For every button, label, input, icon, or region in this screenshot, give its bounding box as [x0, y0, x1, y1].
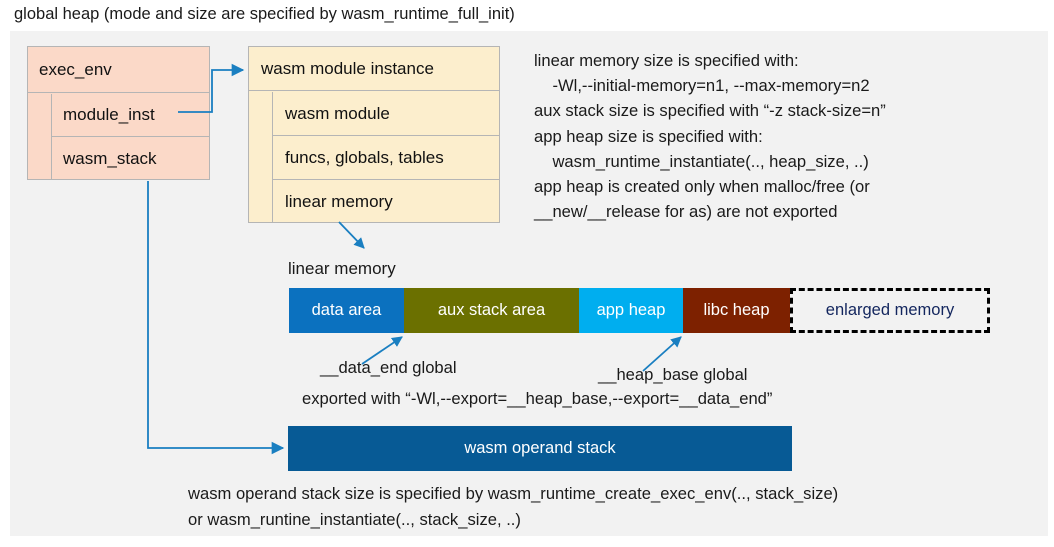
annotation-data-end: __data_end global: [320, 358, 457, 377]
linear-memory-bar: data area aux stack area app heap libc h…: [289, 288, 990, 333]
segment-app-heap: app heap: [579, 288, 683, 333]
exec-env-box: exec_env module_inst wasm_stack: [27, 46, 210, 180]
module-instance-row-funcs-globals-tables: funcs, globals, tables: [273, 136, 499, 180]
segment-aux-stack-area: aux stack area: [404, 288, 579, 333]
segment-libc-heap: libc heap: [683, 288, 790, 333]
exec-env-field-module-inst: module_inst: [52, 94, 209, 137]
linear-memory-label: linear memory: [288, 259, 396, 278]
module-instance-row-linear-memory: linear memory: [285, 192, 393, 211]
module-instance-header: wasm module instance: [249, 47, 499, 91]
exec-env-header: exec_env: [28, 47, 209, 93]
wasm-operand-stack-label: wasm operand stack: [464, 439, 616, 457]
segment-app-heap-label: app heap: [596, 301, 666, 319]
module-instance-row-wasm-module: wasm module: [273, 92, 499, 136]
wasm-operand-stack-box: wasm operand stack: [288, 426, 792, 471]
linear-memory-notes: linear memory size is specified with: -W…: [534, 51, 886, 222]
segment-aux-stack-area-label: aux stack area: [437, 301, 546, 319]
segment-data-area: data area: [289, 288, 404, 333]
operand-stack-note: wasm operand stack size is specified by …: [188, 484, 839, 529]
exec-env-field-wasm-stack: wasm_stack: [63, 148, 157, 168]
annotation-heap-base: __heap_base global: [598, 365, 748, 384]
segment-enlarged-memory: enlarged memory: [790, 288, 990, 333]
segment-enlarged-memory-label: enlarged memory: [825, 301, 955, 319]
segment-libc-heap-label: libc heap: [703, 301, 770, 319]
module-instance-gutter: [249, 92, 273, 222]
page-title: global heap (mode and size are specified…: [14, 5, 515, 23]
annotation-exported-with: exported with “-Wl,--export=__heap_base,…: [302, 389, 773, 408]
segment-data-area-label: data area: [311, 301, 382, 319]
exec-env-gutter: [28, 94, 52, 179]
wasm-module-instance-box: wasm module instance wasm module funcs, …: [248, 46, 500, 223]
